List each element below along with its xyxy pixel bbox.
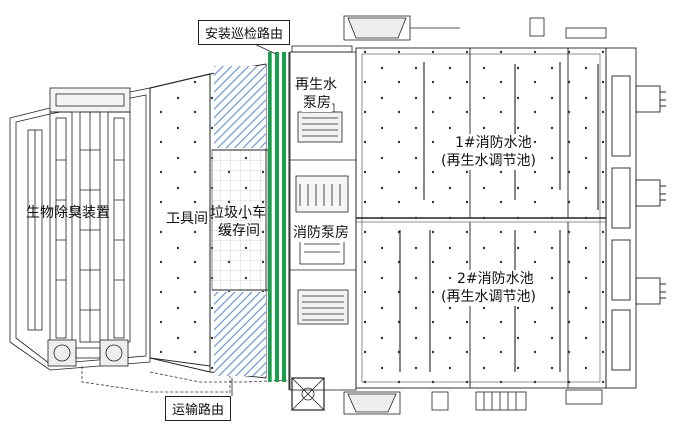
cart-storage-label-line2: 缓存间: [218, 223, 260, 239]
pool-column-dots: [356, 48, 606, 388]
install-route-callout: 安装巡检路由: [198, 20, 291, 45]
fire-pump-label: 消防泵房: [292, 224, 350, 242]
reclaim-pump-label-line1: 再生水: [294, 76, 338, 94]
pool1-label-line1: 1#消防水池: [454, 134, 533, 152]
bio-deodor-label: 生物除臭装置: [26, 205, 110, 221]
tool-room-label: 工具间: [166, 211, 208, 227]
transport-route-line: [81, 366, 291, 394]
install-route-stripe: [268, 52, 286, 382]
pipe-risers: [399, 62, 599, 372]
transport-route-callout: 运输路由: [165, 396, 232, 421]
bottom-equipment: [343, 389, 603, 415]
top-equipment: [291, 15, 607, 53]
bio-deodor-unit: [9, 87, 151, 371]
cart-storage-label-line1: 垃圾小车: [210, 205, 266, 221]
pool1-label-line2: (再生水调节池): [440, 152, 537, 170]
pump-room-column: [289, 51, 357, 411]
tool-room-block: [149, 63, 269, 379]
reclaim-pump-label-line2: 泵房: [302, 94, 332, 112]
pool2-label-line2: (再生水调节池): [440, 288, 537, 306]
pool2-label-line1: 2#消防水池: [456, 270, 535, 288]
